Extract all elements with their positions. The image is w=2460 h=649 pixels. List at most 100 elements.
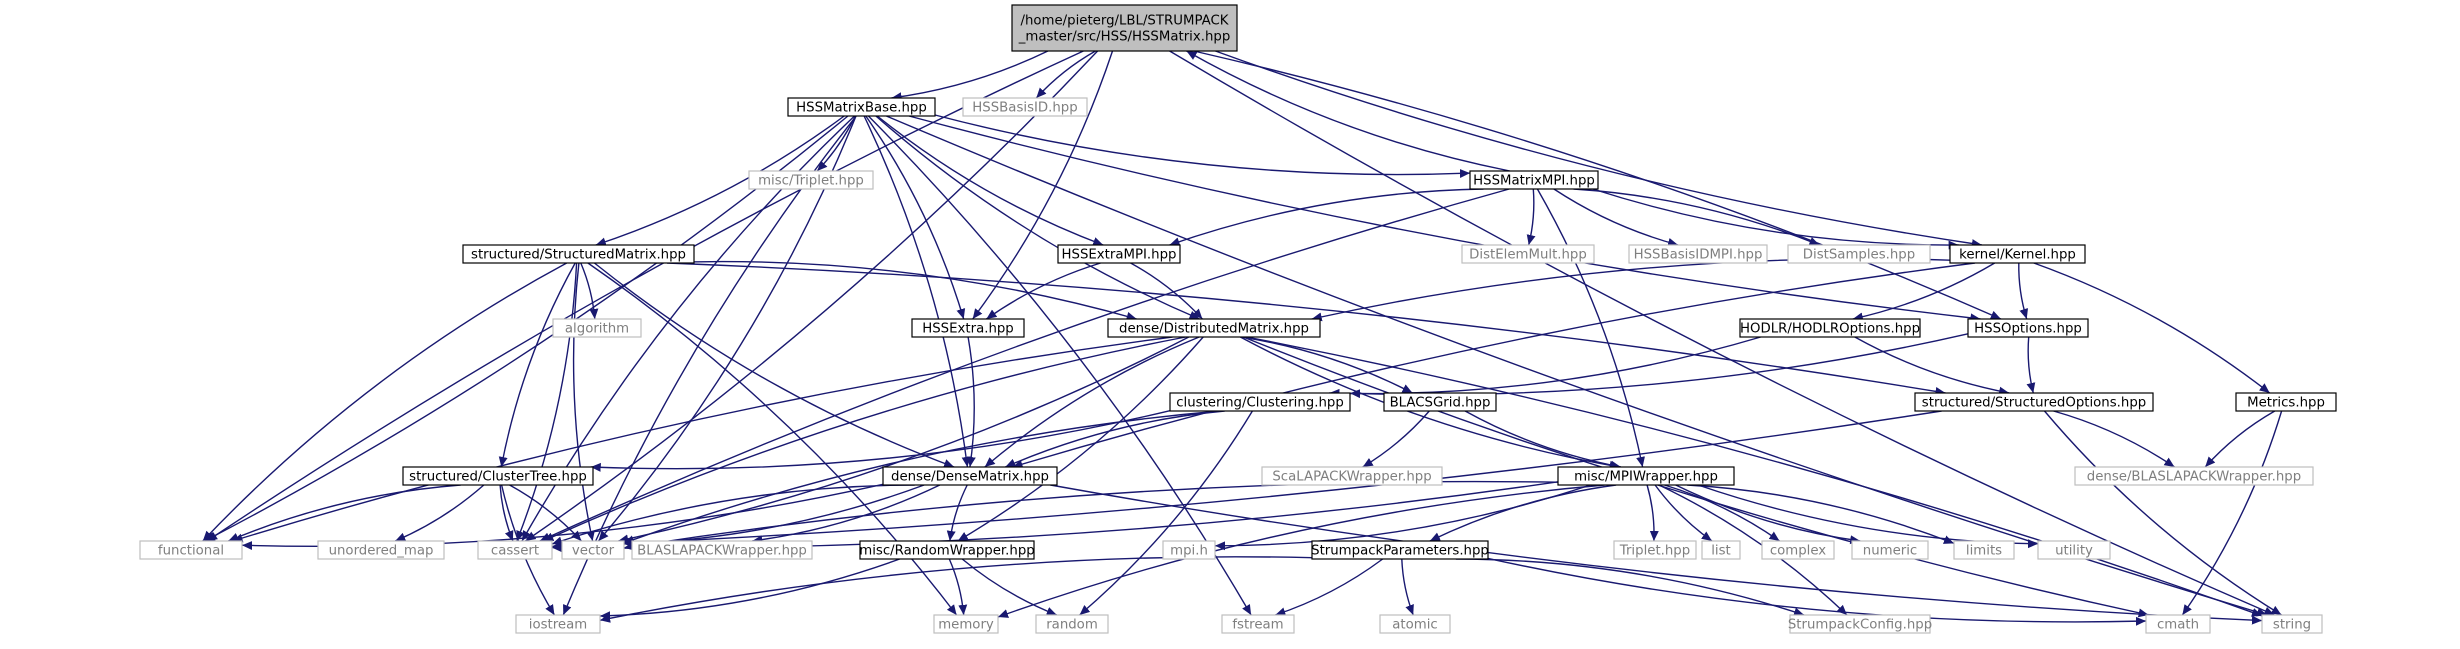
node-label: Triplet.hpp [1619,544,1690,559]
node-box [631,540,813,560]
edge-hodlr_options-to-clustering [1329,336,1761,398]
node-hss-matrix-mpi[interactable]: HSSMatrixMPI.hpp [1469,170,1599,190]
node-label: misc/RandomWrapper.hpp [859,544,1034,559]
node-label: _master/src/HSS/HSSMatrix.hpp [1018,30,1231,45]
node-label: vector [572,544,615,559]
node-strumpack-config: StrumpackConfig.hpp [1788,614,1932,634]
node-utility: utility [2037,540,2111,560]
node-box [515,614,601,634]
node-hss-matrix-base[interactable]: HSSMatrixBase.hpp [787,97,936,117]
node-box [561,540,625,560]
node-label: fstream [1232,618,1283,633]
node-box [1011,4,1238,52]
node-label: DistElemMult.hpp [1469,248,1587,263]
node-box [1628,244,1768,264]
edge-hss_matrix_base-to-fstream [867,115,1252,616]
node-label: ScaLAPACKWrapper.hpp [1272,470,1431,485]
node-label: kernel/Kernel.hpp [1959,248,2076,263]
node-label: dense/DistributedMatrix.hpp [1119,322,1309,337]
node-label: numeric [1863,544,1917,559]
node-label: unordered_map [329,544,434,559]
node-box [2261,614,2323,634]
node-label: HSSBasisIDMPI.hpp [1634,248,1763,263]
node-label: misc/Triplet.hpp [758,174,864,189]
node-distributed-matrix[interactable]: dense/DistributedMatrix.hpp [1107,318,1321,338]
edge-strumpack_parameters-to-atomic [1401,558,1414,616]
edge-hodlr_options-to-structured_options [1854,336,2010,396]
edge-mpi_wrapper-to-memory [997,484,1605,618]
node-cassert: cassert [477,540,553,560]
node-metrics[interactable]: Metrics.hpp [2235,392,2337,412]
node-hodlr-options[interactable]: HODLR/HODLROptions.hpp [1739,318,1921,338]
node-hss-extra[interactable]: HSSExtra.hpp [911,318,1025,338]
node-limits: limits [1953,540,2015,560]
edge-hss_matrix-to-hss_basis_id [1035,50,1096,99]
node-structured-options[interactable]: structured/StructuredOptions.hpp [1914,392,2154,412]
node-cluster-tree[interactable]: structured/ClusterTree.hpp [402,466,594,486]
node-box [2037,540,2111,560]
edge-hss_matrix-to-kernel [1215,50,1983,248]
edge-blacs_grid-to-scalapack_wrapper [1362,410,1430,468]
node-layer: /home/pieterg/LBL/STRUMPACK_master/src/H… [139,4,2337,634]
edge-hss_matrix_mpi-to-hss_extra_mpi [1169,188,1484,246]
node-label: limits [1966,544,2002,559]
node-mpi-wrapper[interactable]: misc/MPIWrapper.hpp [1557,466,1735,486]
edge-kernel-to-hss_options [2018,262,2029,320]
node-label: atomic [1392,618,1437,633]
node-fstream: fstream [1221,614,1295,634]
edge-distributed_matrix-to-functional [232,336,1173,543]
node-box [1261,466,1443,486]
node-scalapack-wrapper: ScaLAPACKWrapper.hpp [1261,466,1443,486]
edge-hss_matrix_mpi-to-mpi_wrapper [1536,188,1645,468]
node-structured-matrix[interactable]: structured/StructuredMatrix.hpp [462,244,695,264]
node-unordered-map: unordered_map [317,540,445,560]
node-triplet: Triplet.hpp [1613,540,1697,560]
edge-hss_matrix_base-to-hss_matrix_mpi [934,114,1471,178]
node-random-wrapper[interactable]: misc/RandomWrapper.hpp [859,540,1035,560]
node-hss-basis-id: HSSBasisID.hpp [962,97,1088,117]
node-label: memory [938,618,994,633]
node-dense-matrix[interactable]: dense/DenseMatrix.hpp [882,466,1058,486]
node-box [1107,318,1321,338]
node-label: utility [2055,544,2093,559]
node-label: algorithm [565,322,629,337]
edge-structured_matrix-to-vector [572,262,595,542]
node-clustering[interactable]: clustering/Clustering.hpp [1169,392,1351,412]
node-box [1787,244,1931,264]
node-label: HSSBasisID.hpp [972,101,1077,116]
node-box [1469,170,1599,190]
edge-hss_matrix_mpi-to-cassert [539,188,1510,542]
node-atomic: atomic [1379,614,1451,634]
edge-mpi_wrapper-to-triplet [1646,484,1659,542]
edge-kernel-to-hodlr_options [1852,262,1996,322]
edge-cluster_tree-to-unordered_map [394,484,485,542]
node-label: string [2273,618,2311,633]
edge-metrics-to-cmath [2181,410,2283,616]
edge-mpi_wrapper-to-limits [1687,484,1955,545]
edge-hss_extra-to-dense_matrix [966,336,976,468]
node-box [1311,540,1489,560]
node-box [1557,466,1735,486]
edge-structured_matrix-to-algorithm [580,262,599,320]
node-blacs-grid[interactable]: BLACSGrid.hpp [1383,392,1497,412]
edge-structured_matrix-to-cluster_tree [498,262,576,468]
node-label: misc/MPIWrapper.hpp [1574,470,1718,485]
node-hss-options[interactable]: HSSOptions.hpp [1967,318,2089,338]
node-hss-basis-id-mpi: HSSBasisIDMPI.hpp [1628,244,1768,264]
node-dist-samples: DistSamples.hpp [1787,244,1931,264]
node-box [1221,614,1295,634]
node-label: StrumpackParameters.hpp [1311,544,1489,559]
node-kernel[interactable]: kernel/Kernel.hpp [1949,244,2086,264]
edge-clustering-to-dense_matrix [1005,410,1225,468]
node-label: HSSMatrixMPI.hpp [1473,174,1595,189]
node-strumpack-parameters[interactable]: StrumpackParameters.hpp [1311,540,1489,560]
edge-distributed_matrix-to-cassert [543,336,1186,542]
node-hss-matrix[interactable]: /home/pieterg/LBL/STRUMPACK_master/src/H… [1011,4,1238,52]
edge-hss_matrix_base-to-hss_extra [865,115,966,320]
edge-kernel-to-metrics [2033,262,2271,394]
node-box [1739,318,1921,338]
node-box [1383,392,1497,412]
node-hss-extra-mpi[interactable]: HSSExtraMPI.hpp [1057,244,1181,264]
edge-hss_matrix_mpi-to-dist_elem_mult [1526,188,1536,246]
